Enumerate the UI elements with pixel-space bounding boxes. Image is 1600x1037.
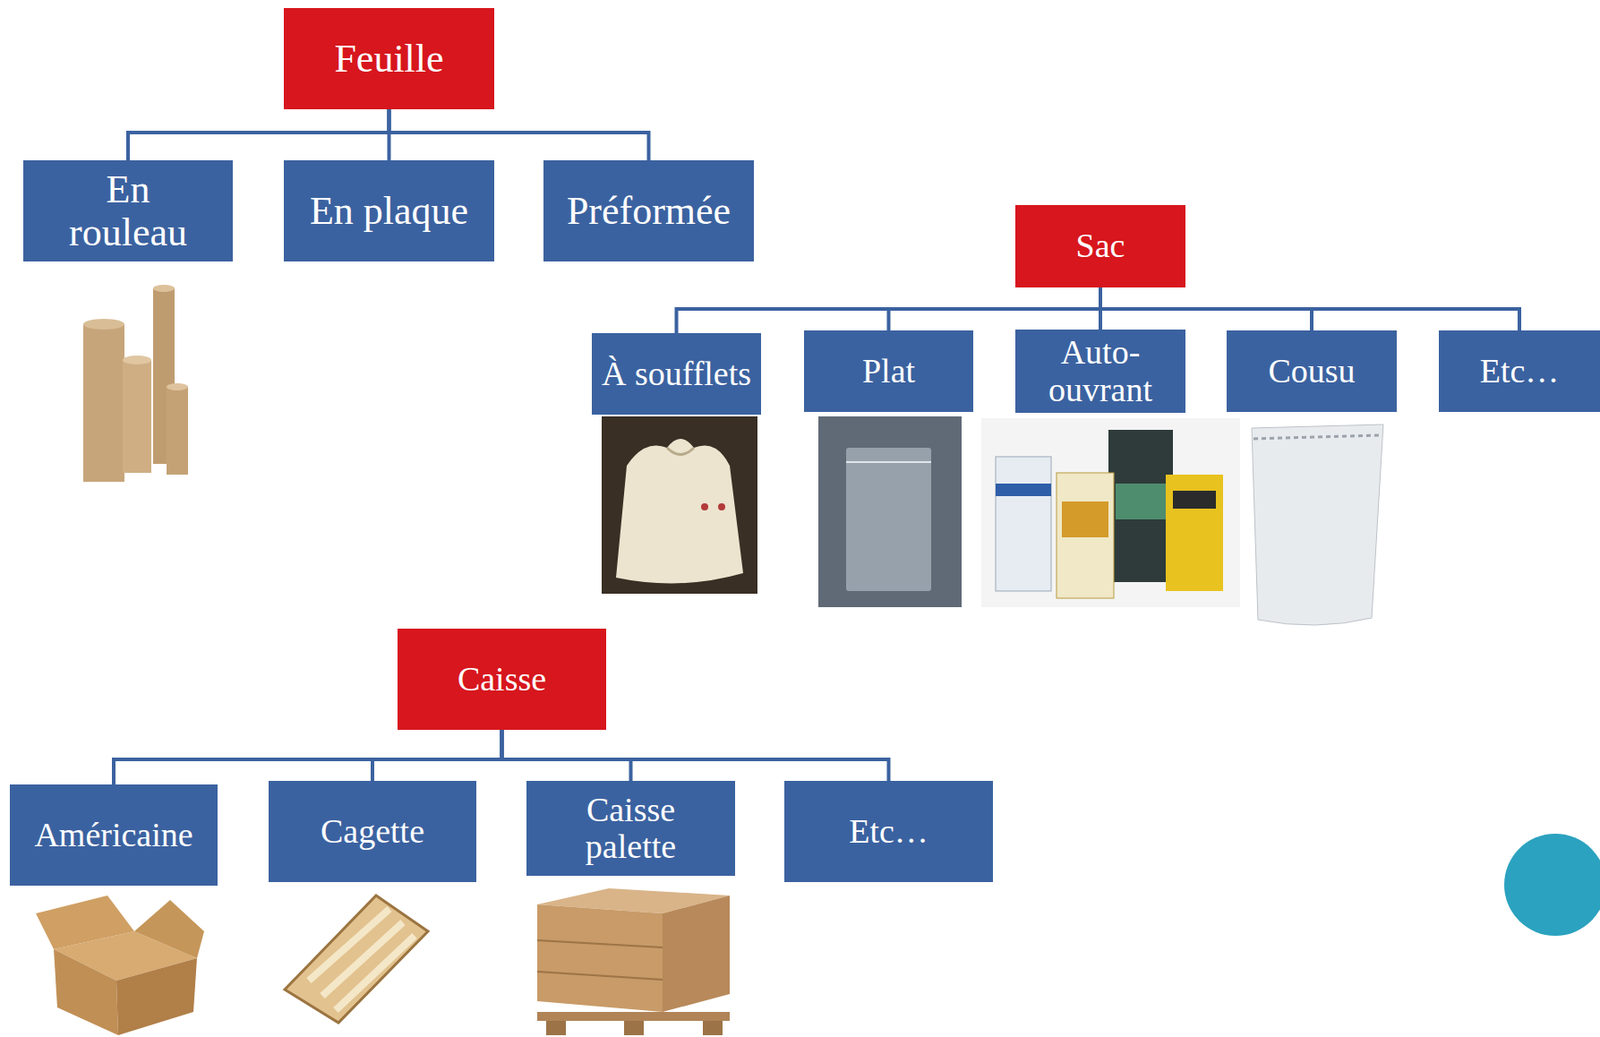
roll-top [83, 318, 125, 330]
type-box: Etc… [784, 780, 993, 882]
box-label: Cagette [320, 812, 425, 850]
roll [122, 359, 152, 473]
bag [995, 456, 1052, 591]
pallet-deck [537, 1011, 730, 1021]
side [662, 895, 730, 1012]
bag-band [1115, 483, 1166, 520]
tree-connector [502, 729, 632, 781]
sack-mark [718, 503, 726, 511]
crate-photo [284, 895, 428, 1023]
roll [166, 386, 189, 475]
box-label: Etc… [1480, 352, 1560, 390]
type-box: Américaine [9, 784, 218, 886]
roll-top [122, 355, 152, 365]
american-box-photo [35, 895, 205, 1036]
seal-line [846, 461, 932, 463]
bag [1108, 429, 1173, 582]
self-opening-bags-photo [981, 418, 1241, 608]
box-label: Préformée [566, 189, 731, 233]
pallet-block [624, 1020, 644, 1036]
type-box: Caisse palette [526, 780, 736, 876]
box-label: Etc… [848, 812, 929, 850]
box-label: En plaque [309, 189, 469, 233]
box-label: Caisse [457, 660, 547, 698]
tree-connector [128, 109, 390, 161]
pallet-box-photo [537, 888, 730, 1036]
crate [284, 895, 428, 1023]
photo-ground [818, 416, 962, 608]
box-label: Auto- ouvrant [1028, 333, 1173, 408]
bag-band [1061, 501, 1109, 538]
board-line [537, 971, 663, 980]
photo-ground [601, 416, 758, 594]
sack-tie [667, 447, 694, 455]
sack [616, 438, 744, 583]
type-box: Etc… [1438, 330, 1600, 412]
box-label: Sac [1076, 227, 1126, 265]
bag [1056, 472, 1114, 599]
decor-circle [1504, 833, 1600, 936]
tree-connector [502, 729, 890, 781]
pallet-block [546, 1020, 566, 1036]
flap [35, 895, 135, 950]
pallet-block [702, 1020, 723, 1036]
bag [1165, 474, 1224, 591]
type-box: Cagette [268, 780, 477, 882]
box-label: Américaine [34, 816, 193, 854]
slat [335, 935, 415, 1010]
roll [83, 324, 125, 482]
type-box: En rouleau [23, 160, 233, 262]
tree-connector [389, 109, 650, 161]
box-label: Cousu [1267, 352, 1355, 390]
category-box: Caisse [397, 628, 607, 730]
paper-rolls [83, 284, 189, 482]
sewn-sack-photo [1251, 424, 1384, 625]
bag-band [995, 483, 1052, 497]
type-box: Plat [804, 330, 974, 412]
stitch [1253, 435, 1383, 439]
tree-connector [676, 287, 1102, 334]
type-box: En plaque [283, 160, 495, 262]
flat-bag-photo [818, 416, 962, 608]
board-line [537, 940, 663, 948]
tree-connector [1100, 287, 1520, 331]
box-label: En rouleau [47, 168, 209, 254]
tree-connector [889, 287, 1102, 331]
flap [134, 899, 205, 959]
front [537, 904, 663, 1012]
sack-mark [701, 503, 709, 511]
tree-connector [113, 729, 503, 785]
roll-top [166, 383, 189, 391]
flat-bag [846, 447, 932, 591]
category-box: Sac [1015, 205, 1186, 288]
type-box: Auto- ouvrant [1015, 329, 1186, 413]
type-box: Préformée [543, 160, 754, 262]
box-side [53, 949, 119, 1036]
photo-ground [981, 418, 1241, 608]
bag-band [1172, 490, 1216, 509]
box-label: Plat [862, 352, 916, 390]
box-label: À soufflets [601, 355, 752, 393]
box-label: Feuille [333, 37, 444, 81]
box-label: Caisse palette [541, 791, 721, 865]
type-box: Cousu [1226, 330, 1397, 412]
roll-top [153, 284, 175, 292]
category-box: Feuille [283, 8, 495, 110]
box-side [116, 958, 197, 1036]
type-box: À soufflets [591, 333, 762, 415]
tree-connector [372, 729, 503, 781]
gusset-bag-photo [601, 416, 758, 594]
sack [1251, 424, 1384, 625]
